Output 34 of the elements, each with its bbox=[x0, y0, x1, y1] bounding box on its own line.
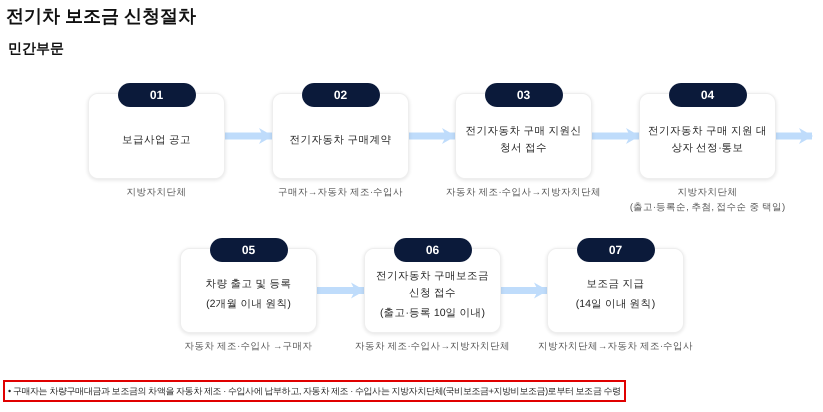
actor-caption: 자동차 제조·수입사 →구매자 bbox=[184, 340, 312, 354]
step-note: (2개월 이내 원칙) bbox=[206, 297, 291, 312]
step-number-badge: 07 bbox=[576, 238, 654, 262]
arrow bbox=[225, 128, 273, 144]
arrow bbox=[317, 282, 365, 298]
step-title: 보급사업 공고 bbox=[122, 132, 191, 148]
step-number-badge: 06 bbox=[394, 238, 472, 262]
actor-caption: 구매자→자동차 제조·수입사 bbox=[278, 186, 404, 200]
step-title: 보조금 지급 bbox=[586, 277, 644, 292]
step-note: (14일 이내 원칙) bbox=[576, 297, 656, 312]
actor-caption: 자동차 제조·수입사→지방자치단체 bbox=[354, 340, 510, 354]
step-title: 전기자동차 구매보조금 신청 접수 bbox=[375, 268, 490, 300]
step-number-badge: 04 bbox=[668, 83, 746, 107]
step-number-badge: 01 bbox=[118, 83, 196, 107]
note-text: • 구매자는 차량구매대금과 보조금의 차액을 자동차 제조 · 수입사에 납부하고, 자동차 제조 · 수입사는 지방자치단체(국비보조금+지방비보조금)로부터 보조금 수령 bbox=[3, 380, 626, 402]
step-number-badge: 02 bbox=[302, 83, 380, 107]
step-title: 전기자동차 구매 지원 대상자 선정·통보 bbox=[648, 124, 767, 156]
actor-caption: 자동차 제조·수입사→지방자치단체 bbox=[446, 186, 602, 200]
actor-caption: 지방자치단체→자동차 제조·수입사 bbox=[538, 340, 694, 354]
step-note: (출고·등록 10일 이내) bbox=[380, 306, 485, 320]
page-title: 전기차 보조금 신청절차 bbox=[6, 5, 196, 28]
actor-caption: 지방자치단체 bbox=[126, 186, 186, 200]
step-title: 전기자동차 구매 지원신청서 접수 bbox=[464, 124, 582, 156]
arrow bbox=[501, 282, 548, 298]
actor-caption: (출고·등록순, 추첨, 접수순 중 택일) bbox=[630, 201, 786, 215]
arrow bbox=[409, 128, 456, 144]
section-heading: 민간부문 bbox=[8, 39, 64, 58]
step-number-badge: 03 bbox=[484, 83, 562, 107]
step-title: 전기자동차 구매계약 bbox=[290, 132, 392, 148]
step-number-badge: 05 bbox=[210, 238, 288, 262]
actor-caption: 지방자치단체 bbox=[678, 186, 738, 200]
arrow bbox=[776, 128, 813, 144]
arrow bbox=[592, 128, 640, 144]
step-title: 차량 출고 및 등록 bbox=[206, 277, 292, 292]
